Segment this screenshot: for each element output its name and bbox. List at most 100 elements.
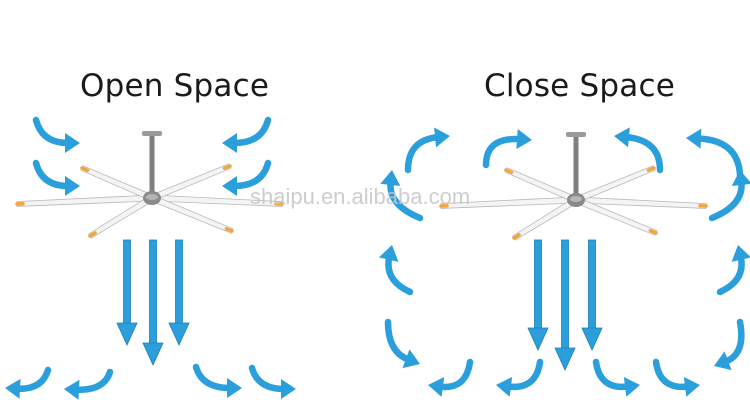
airflow-arrow-side-left-mid [378,245,414,296]
airflow-arrow-in-top-right [222,116,272,153]
arrow-shaft [72,368,114,393]
arrow-shaft [248,364,288,393]
fan-blade-tip [222,164,232,171]
watermark: shaipu.en.alibaba.com [250,184,471,209]
arrow-head [5,378,21,399]
arrow-head [683,376,700,397]
arrow-head [516,129,532,150]
airflow-arrow-floor-4 [248,364,296,399]
arrow-shaft [230,116,272,147]
arrow-head [686,128,702,149]
arrow-head [380,170,401,187]
arrow-shaft [175,239,183,328]
airflow-arrow-top-4 [686,128,744,179]
arrow-shaft [588,239,596,333]
arrow-shaft [32,159,72,190]
fan-mount [142,131,162,136]
fan-hub-highlight [570,196,582,202]
airflow-arrow-side-left-upper [380,170,424,222]
fan-blade-back-left [504,167,578,204]
close-space-title: Close Space [484,68,675,104]
arrow-shaft [592,358,632,391]
arrow-shaft [504,358,544,391]
airflow-arrow-in-mid-left [32,159,80,196]
arrow-shaft [123,239,131,328]
arrow-head [65,133,80,153]
airflow-arrow-floor-7 [592,358,640,397]
arrow-head [614,127,630,148]
arrow-head [227,378,242,398]
arrow-head [281,379,296,399]
arrow-head [142,342,164,366]
arrow-head [581,327,603,351]
arrow-shaft [436,358,474,391]
downdraft-arrow-1 [116,239,138,346]
arrow-head [434,127,450,148]
arrow-head [402,349,420,369]
fan-open-space [15,131,284,239]
airflow-arrow-floor-3 [192,363,242,398]
arrow-head [65,176,80,196]
arrow-head [116,322,138,346]
airflow-arrow-in-top-left [32,116,80,153]
arrow-shaft [716,253,745,296]
arrow-head [731,245,750,262]
airflow-arrow-floor-1 [5,366,52,399]
arrow-head [714,351,732,371]
arrow-head [222,176,237,196]
airflow-arrow-side-right-mid [716,245,750,296]
arrow-head [496,376,513,397]
arrow-shaft [384,318,413,364]
arrow-head [527,327,549,351]
arrow-shaft [385,253,414,296]
fan-blade-tip [504,168,514,175]
arrow-shaft [652,358,692,391]
arrow-shaft [708,178,745,222]
airflow-arrow-floor-8 [652,358,700,397]
fan-blade-back-right [574,165,656,204]
fan-blade-back-left [80,165,154,202]
arrow-shaft [721,318,745,366]
arrow-head [64,379,80,400]
arrow-head [731,170,750,187]
arrow-shaft [192,363,234,392]
fan-close-space [439,132,708,241]
airflow-arrow-in-mid-right [222,159,272,196]
fan-blade-tip [224,226,234,233]
arrow-head [168,322,190,346]
arrow-shaft [387,178,424,222]
airflow-arrow-floor-6 [496,358,544,397]
airflow-arrow-floor-5 [428,358,474,397]
fan-hub-highlight [146,194,158,200]
downdraft-arrow-4 [527,239,549,351]
arrow-head [428,377,445,397]
fan-blade-tip [512,233,521,240]
arrow-shaft [230,159,272,190]
airflow-arrow-side-right-upper [708,170,750,222]
fan-blade-tip [648,228,658,235]
arrow-shaft [13,366,52,392]
arrow-shaft [561,239,569,353]
arrow-shaft [32,116,72,147]
arrow-shaft [149,239,157,348]
airflow-arrow-top-3 [614,127,664,174]
downdraft-arrow-2 [142,239,164,366]
airflow-arrow-floor-2 [64,368,114,400]
downdraft-arrow-3 [168,239,190,346]
airflow-arrow-top-2 [482,129,532,169]
fan-rod [573,137,579,194]
arrow-head [554,347,576,371]
arrow-shaft [694,135,744,179]
arrow-shaft [534,239,542,333]
fan-blade-left [16,194,153,207]
fan-mount [566,132,586,137]
arrow-head [378,245,399,262]
downdraft-arrow-6 [581,239,603,351]
arrow-shaft [622,133,664,174]
fan-blade-tip [646,166,656,173]
arrow-shaft [482,135,524,169]
fan-blade-tip [80,166,90,173]
airflow-arrow-side-left-lower [384,318,420,369]
